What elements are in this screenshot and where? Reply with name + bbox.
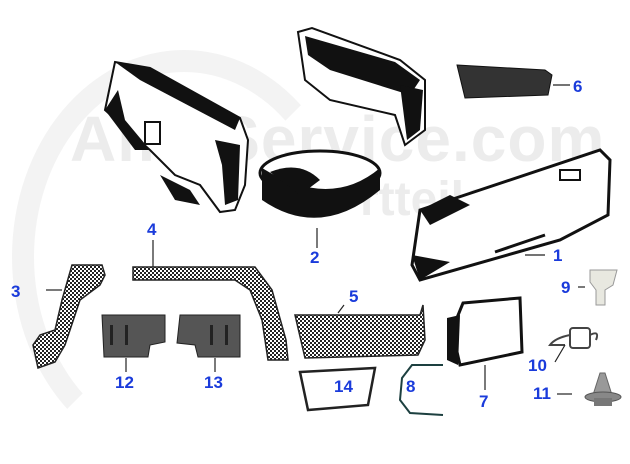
parts-diagram — [32, 26, 622, 416]
door-panel-part — [410, 148, 612, 282]
callout-2: 2 — [310, 248, 320, 267]
callout-1: 1 — [553, 246, 563, 265]
callout-10: 10 — [528, 356, 547, 375]
fender-part — [103, 60, 250, 214]
callout-5: 5 — [349, 287, 359, 306]
callout-7: 7 — [479, 392, 489, 411]
rubber-buffer-part — [589, 269, 618, 306]
sill-panel-part — [294, 304, 426, 359]
callout-11: 11 — [533, 384, 551, 403]
wheel-arch-section-part — [32, 264, 106, 369]
callout-12: 12 — [115, 373, 134, 392]
callout-13: 13 — [204, 373, 223, 392]
leader-lines — [46, 84, 585, 395]
callout-4: 4 — [147, 220, 157, 239]
bracket-wire-part — [398, 364, 444, 416]
callout-14: 14 — [334, 377, 353, 396]
headlight-bucket-part — [447, 296, 524, 367]
callout-6: 6 — [573, 77, 583, 96]
inner-panel-part — [296, 26, 426, 147]
small-corner-panel-part — [456, 64, 553, 99]
callout-9: 9 — [561, 278, 571, 297]
rubber-grommet-part — [584, 372, 622, 406]
callout-8: 8 — [406, 377, 416, 396]
jack-mount-right-part — [176, 314, 241, 358]
wheel-arch-strip-part — [132, 266, 289, 361]
spare-wheel-well-part — [258, 149, 382, 218]
jack-mount-left-part — [101, 314, 166, 358]
tension-spring-part — [548, 327, 599, 349]
frame-gasket-part — [298, 366, 377, 412]
callout-3: 3 — [11, 282, 21, 301]
